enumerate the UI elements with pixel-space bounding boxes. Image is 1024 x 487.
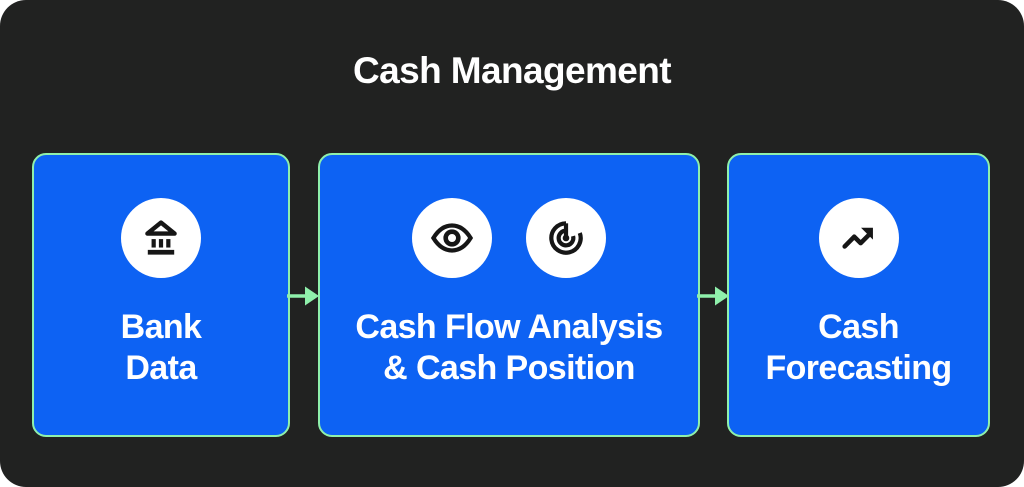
box-label-line: Data (125, 349, 197, 387)
box-cash-forecasting: Cash Forecasting (727, 153, 990, 437)
icon-circle (818, 198, 899, 278)
diagram-title: Cash Management (353, 50, 672, 91)
arrow-analysis-to-forecasting-icon (697, 286, 729, 306)
box-cash-flow-analysis: Cash Flow Analysis & Cash Position (318, 153, 700, 437)
trending-up-icon (841, 227, 873, 249)
icon-circle (412, 198, 492, 278)
box-label-line: Cash (818, 308, 899, 346)
icon-row (818, 198, 899, 278)
icon-row (121, 198, 201, 278)
bank-icon (145, 220, 177, 255)
icon-circle (526, 198, 606, 278)
icon-row (412, 198, 606, 278)
box-label-line: Bank (120, 308, 202, 346)
box-label: Cash Forecasting (765, 307, 952, 389)
box-label-line: Cash Flow Analysis (355, 308, 663, 346)
icon-circle (121, 198, 201, 278)
arrow-bank-to-analysis-icon (287, 286, 319, 306)
box-bank-data: Bank Data (32, 153, 290, 437)
box-label: Cash Flow Analysis & Cash Position (355, 307, 663, 389)
gauge-icon (549, 221, 583, 255)
eye-icon (430, 223, 474, 253)
box-label-line: Forecasting (765, 349, 952, 387)
box-label: Bank Data (121, 307, 202, 389)
box-label-line: & Cash Position (383, 349, 635, 387)
